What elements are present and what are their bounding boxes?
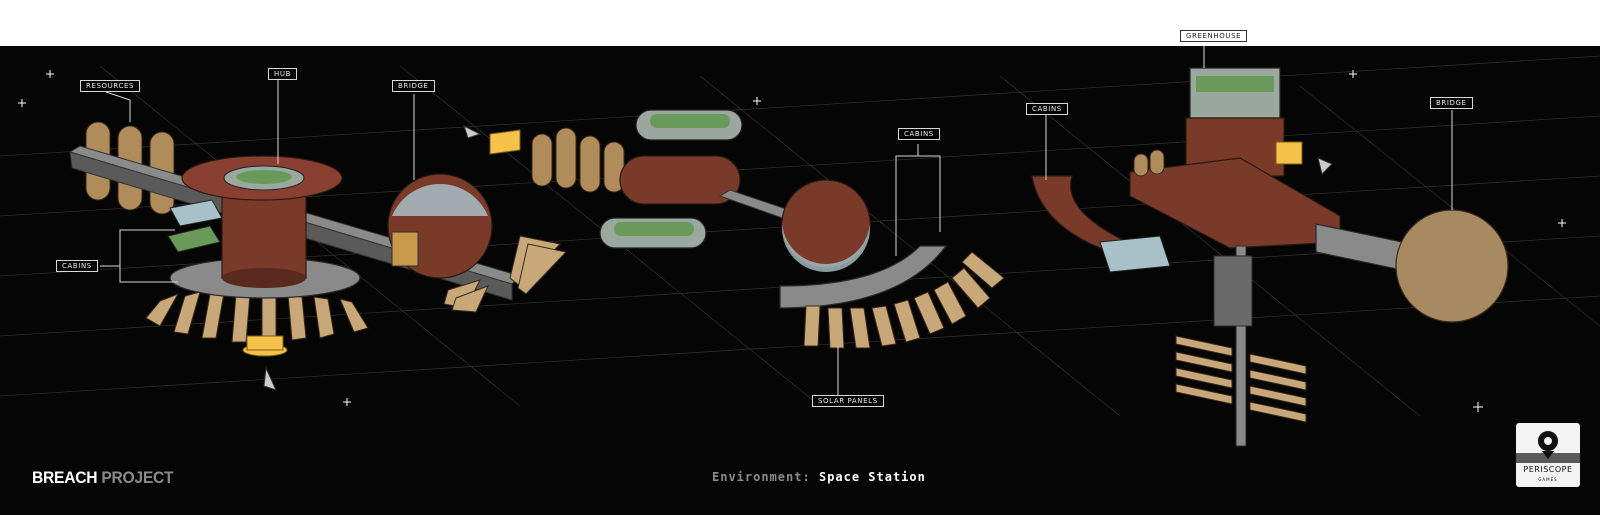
brand-word-1: BREACH: [32, 468, 98, 487]
label-cabins-mid: CABINS: [898, 128, 940, 140]
environment-value: Space Station: [818, 470, 926, 484]
logo-subtitle: GAMES: [1538, 477, 1558, 482]
space-station-artwork: [0, 46, 1600, 447]
right-station: [1031, 46, 1509, 447]
brand-word-2: PROJECT: [101, 468, 174, 487]
environment-caption: Environment: Space Station: [712, 470, 926, 484]
label-bridge-right: BRIDGE: [1430, 97, 1473, 109]
label-hub: HUB: [268, 68, 297, 80]
environment-key: Environment:: [712, 470, 811, 484]
concept-art-canvas: RESOURCES HUB BRIDGE CABINS CABINS SOLAR…: [0, 46, 1600, 515]
label-cabins-left: CABINS: [56, 260, 98, 272]
label-bridge-left: BRIDGE: [392, 80, 435, 92]
periscope-eye-icon: [1516, 431, 1580, 463]
top-white-strip: [0, 0, 1600, 46]
label-resources: RESOURCES: [80, 80, 141, 92]
left-station: [68, 78, 567, 391]
label-greenhouse: GREENHOUSE: [1180, 30, 1248, 42]
middle-station: [463, 109, 1005, 396]
crosshair-marks: [18, 70, 1566, 412]
periscope-games-logo: PERISCOPE GAMES: [1516, 423, 1580, 487]
label-solar-panels: SOLAR PANELS: [812, 395, 884, 407]
label-cabins-right: CABINS: [1026, 103, 1068, 115]
brand-title: BREACH PROJECT: [32, 468, 174, 488]
logo-name: PERISCOPE: [1523, 465, 1573, 474]
